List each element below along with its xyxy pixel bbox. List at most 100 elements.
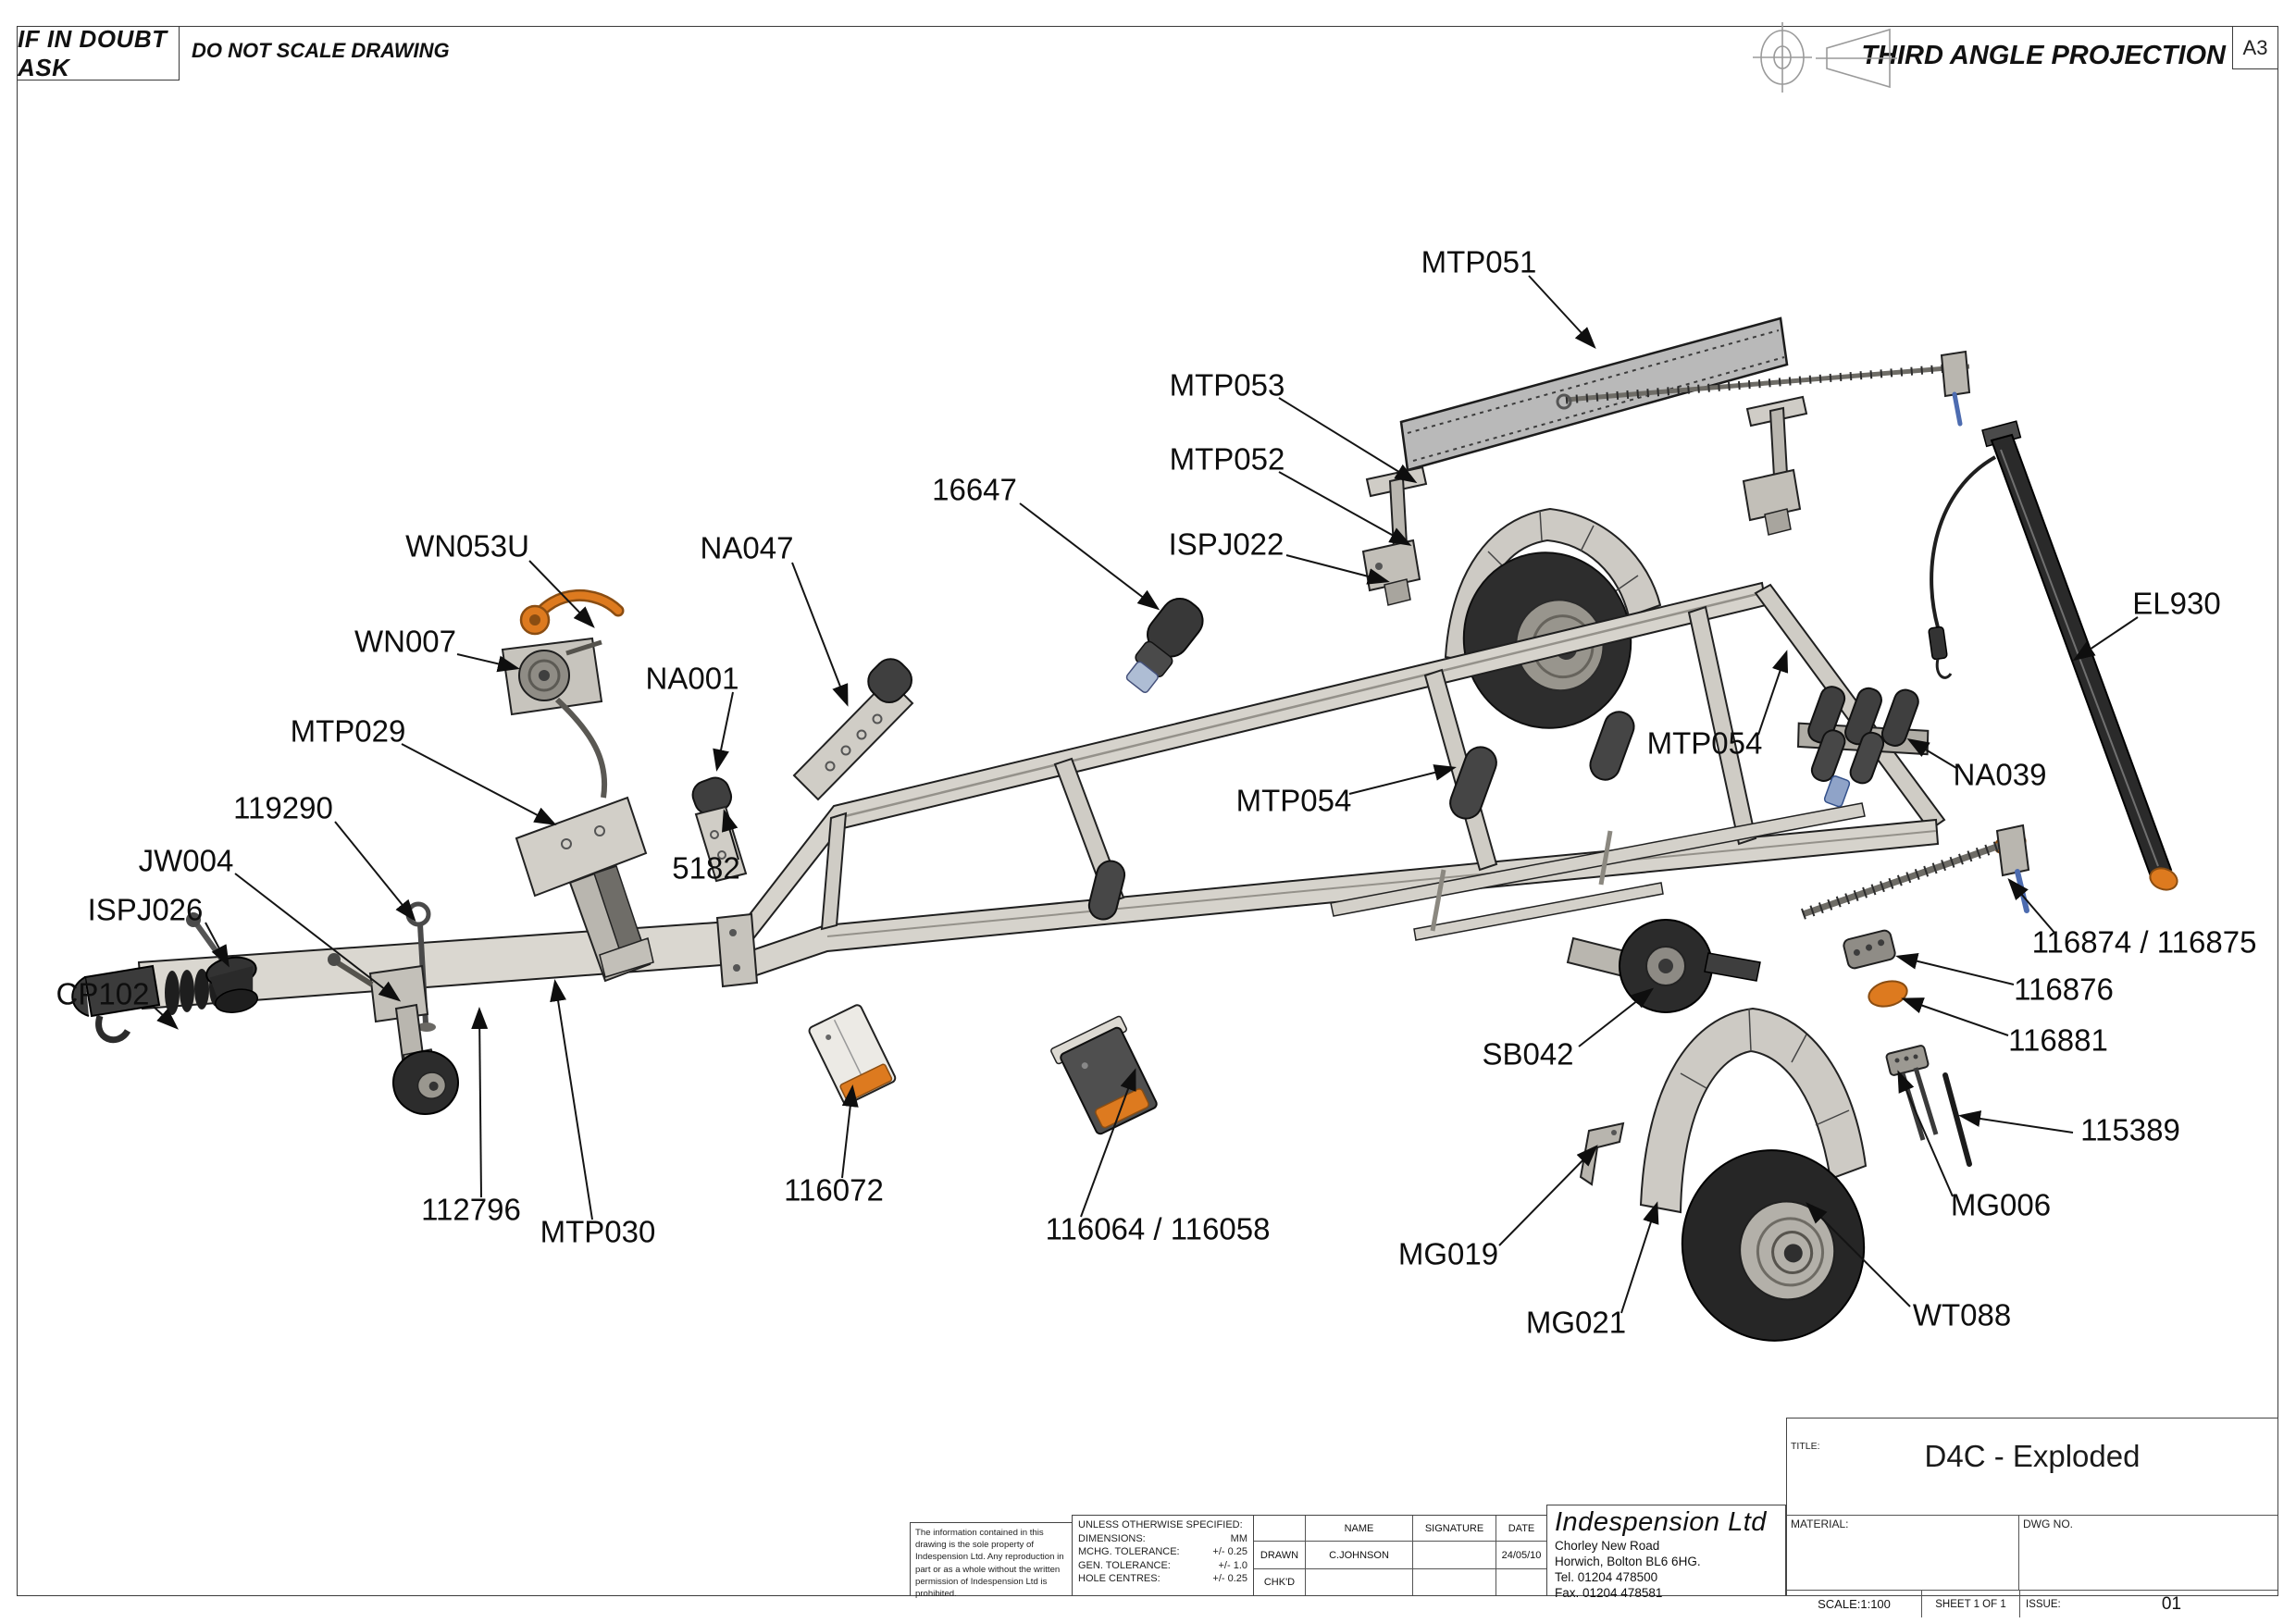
top-tie-bar	[1556, 350, 1971, 427]
leader-line	[1897, 1070, 1954, 1197]
leader-line	[722, 809, 739, 861]
leader-line	[1806, 1202, 1911, 1307]
tolerance-row: MCHG. TOLERANCE:+/- 0.25	[1078, 1546, 1247, 1557]
sheet-size: A3	[2242, 35, 2268, 59]
leader-line	[471, 1007, 489, 1198]
leader-line	[1498, 1145, 1598, 1246]
company-name: Indespension Ltd	[1555, 1507, 1767, 1537]
junction-plate	[715, 912, 759, 988]
winch	[501, 637, 608, 799]
cross-member	[1687, 605, 1757, 846]
mudguard-bracket-mg019	[1579, 1121, 1625, 1186]
issue-cell: ISSUE: 01	[2020, 1591, 2277, 1617]
part-label-mg021: MG021	[1526, 1306, 1626, 1340]
part-label-112796: 112796	[421, 1193, 521, 1227]
part-label-mtp054: MTP054	[1236, 784, 1352, 818]
warning-text: IF IN DOUBT ASK	[18, 24, 168, 81]
bunk-support-bar	[1330, 802, 1866, 917]
part-label-116881: 116881	[2008, 1023, 2108, 1058]
part-label-5182: 5182	[672, 851, 739, 886]
do-not-scale-text: DO NOT SCALE DRAWING	[192, 39, 450, 62]
part-label-sb042: SB042	[1482, 1037, 1573, 1072]
sig-table-cell	[1496, 1569, 1546, 1595]
part-label-na001: NA001	[646, 662, 739, 696]
part-label-115389: 115389	[2080, 1113, 2180, 1147]
part-label-ispj022: ISPJ022	[1169, 527, 1285, 562]
sheet-cell: SHEET 1 OF 1	[1922, 1591, 2020, 1617]
sheet-size-box: A3	[2232, 26, 2278, 69]
drawing-title: D4C - Exploded	[1924, 1439, 2141, 1473]
sig-table-cell	[1413, 1542, 1496, 1569]
part-label-mtp052: MTP052	[1170, 442, 1285, 477]
company-address-line: Chorley New Road	[1555, 1539, 1660, 1553]
part-label-wn007: WN007	[354, 625, 456, 659]
sig-table-cell: CHK'D	[1254, 1569, 1306, 1595]
mudguard-bracket-mg006	[1885, 1045, 1939, 1141]
part-label-mtp053: MTP053	[1170, 368, 1285, 403]
leader-line	[528, 560, 595, 628]
bunk-plank	[1399, 316, 1789, 472]
sig-table-cell: SIGNATURE	[1413, 1516, 1496, 1542]
winch-strap	[554, 697, 608, 799]
part-label-el930: EL930	[2132, 587, 2220, 621]
legal-notice: The information contained in this drawin…	[910, 1522, 1073, 1599]
keel-roller	[1589, 711, 1635, 781]
part-label-ispj026: ISPJ026	[88, 893, 204, 927]
third-angle-projection-icon	[1753, 22, 1897, 93]
rear-tie-bar	[1801, 824, 2030, 920]
near-rail	[731, 818, 1940, 985]
sig-table-cell: DRAWN	[1254, 1542, 1306, 1569]
part-label-jw004: JW004	[139, 844, 234, 878]
winch-post	[515, 796, 654, 983]
bunk-support-bar	[1413, 882, 1664, 941]
tolerance-header: UNLESS OTHERWISE SPECIFIED:	[1078, 1519, 1243, 1530]
bracket-116876	[1843, 929, 1896, 970]
retaining-pin-115389	[1942, 1072, 1972, 1167]
leader-line	[841, 1084, 859, 1179]
part-label-116064-116058: 116064 / 116058	[1046, 1212, 1271, 1246]
leader-line	[1080, 1068, 1136, 1218]
part-label-mtp030: MTP030	[540, 1215, 656, 1249]
leader-line	[1578, 987, 1655, 1047]
leader-line	[1757, 650, 1789, 736]
winch-handle	[519, 589, 625, 636]
part-label-mg006: MG006	[1951, 1188, 2051, 1222]
projection-text: THIRD ANGLE PROJECTION	[1861, 41, 2226, 70]
material-cell: MATERIAL:	[1787, 1516, 2019, 1590]
title-label: TITLE:	[1791, 1441, 1820, 1452]
leader-line	[1285, 554, 1390, 585]
leader-line	[1901, 997, 2009, 1036]
leader-line	[153, 1006, 179, 1030]
part-label-na039: NA039	[1954, 758, 2047, 792]
roller-bracket-na001	[691, 776, 748, 883]
leader-line	[334, 821, 416, 923]
leader-line	[1895, 952, 2015, 985]
sig-table-cell	[1254, 1516, 1306, 1542]
leader-line	[1620, 1201, 1659, 1314]
leader-line	[401, 743, 557, 825]
leader-line	[2072, 616, 2139, 662]
sig-table-cell: NAME	[1306, 1516, 1413, 1542]
company-address-line: Fax. 01204 478581	[1555, 1585, 1663, 1600]
sig-table-cell: 24/05/10	[1496, 1542, 1546, 1569]
leader-line	[713, 691, 734, 772]
light-cable	[1930, 455, 1996, 628]
leader-line	[1278, 397, 1418, 484]
part-label-cp102: CP102	[56, 977, 150, 1011]
lighting-board-el930	[1928, 420, 2178, 891]
tolerance-row: HOLE CENTRES:+/- 0.25	[1078, 1573, 1247, 1584]
reflector-116881	[1868, 980, 1908, 1008]
company-address-line: Horwich, Bolton BL6 6HG.	[1555, 1554, 1701, 1568]
hanger-bracket-right	[1742, 395, 1808, 536]
sig-table-cell: DATE	[1496, 1516, 1546, 1542]
keel-roller	[1087, 860, 1126, 921]
leader-line	[234, 873, 402, 1002]
coupling-assembly	[71, 912, 239, 1044]
sig-table-cell: C.JOHNSON	[1306, 1542, 1413, 1569]
leader-line	[550, 979, 593, 1220]
